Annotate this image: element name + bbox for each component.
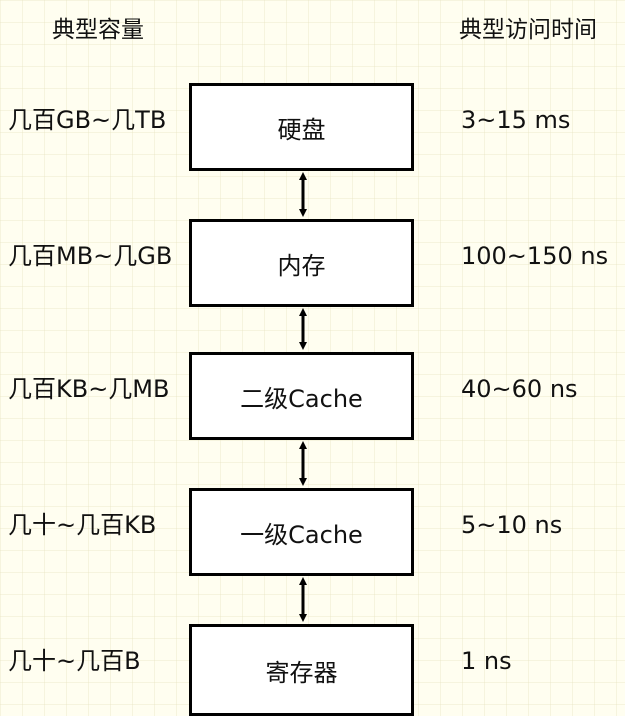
capacity-header: 典型容量 (52, 17, 144, 43)
access-time-l2: 40~60 ns (461, 375, 578, 403)
access-time-l1: 5~10 ns (461, 511, 563, 539)
memory-level-ram: 内存 (189, 219, 414, 307)
level-name-ram: 内存 (277, 251, 326, 280)
access-time-ram: 100~150 ns (461, 242, 609, 270)
capacity-label-ram: 几百MB~几GB (8, 242, 173, 270)
level-name-disk: 硬盘 (277, 115, 326, 144)
level-name-registers: 寄存器 (265, 658, 338, 687)
access-time-header: 典型访问时间 (459, 17, 597, 43)
capacity-label-l1: 几十~几百KB (8, 511, 157, 539)
level-name-l1-cache: 一级Cache (240, 520, 363, 549)
access-time-registers: 1 ns (461, 647, 512, 675)
memory-level-registers: 寄存器 (189, 624, 414, 716)
memory-level-l1-cache: 一级Cache (189, 488, 414, 576)
memory-level-l2-cache: 二级Cache (189, 352, 414, 440)
capacity-label-disk: 几百GB~几TB (8, 106, 167, 134)
access-time-disk: 3~15 ms (461, 106, 571, 134)
level-name-l2-cache: 二级Cache (240, 384, 363, 413)
capacity-label-l2: 几百KB~几MB (8, 375, 170, 403)
memory-level-disk: 硬盘 (189, 83, 414, 171)
capacity-label-registers: 几十~几百B (8, 647, 141, 675)
